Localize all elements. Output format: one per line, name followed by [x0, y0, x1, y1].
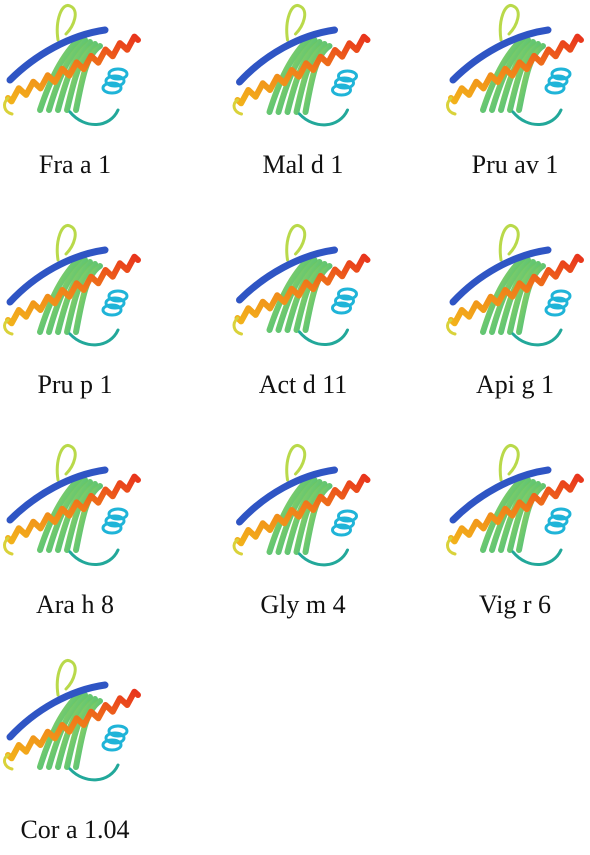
- ribbon-structure-icon: [0, 655, 150, 795]
- panel-label: Pru av 1: [471, 150, 559, 179]
- panel-label: Mal d 1: [262, 150, 344, 179]
- panel-gly-m-4: Gly m 4: [228, 440, 378, 640]
- ribbon-structure-icon: [228, 440, 378, 580]
- panel-label: Vig r 6: [478, 590, 552, 619]
- ribbon-diagram: [3, 4, 141, 126]
- panel-label: Pru p 1: [37, 370, 113, 399]
- panel-label: Fra a 1: [38, 150, 112, 179]
- panel-mal-d-1: Mal d 1: [228, 0, 378, 200]
- ribbon-diagram: [3, 444, 141, 566]
- ribbon-structure-icon: [440, 0, 590, 140]
- panel-pru-av-1: Pru av 1: [440, 0, 590, 200]
- panel-api-g-1: Api g 1: [440, 220, 590, 420]
- panel-ara-h-8: Ara h 8: [0, 440, 150, 640]
- ribbon-diagram: [446, 4, 584, 126]
- panel-act-d-11: Act d 11: [228, 220, 378, 420]
- panel-vig-r-6: Vig r 6: [440, 440, 590, 640]
- ribbon-diagram: [232, 4, 371, 127]
- panel-label: Act d 11: [258, 370, 348, 399]
- ribbon-structure-icon: [440, 440, 590, 580]
- panel-cor-a-1-04: Cor a 1.04: [0, 655, 150, 855]
- panel-label: Api g 1: [476, 370, 554, 399]
- panel-label: Cor a 1.04: [20, 815, 130, 844]
- ribbon-diagram: [446, 224, 584, 347]
- ribbon-structure-icon: [0, 220, 150, 360]
- panel-label: Gly m 4: [260, 590, 346, 619]
- ribbon-diagram: [3, 224, 141, 347]
- ribbon-structure-icon: [0, 440, 150, 580]
- panel-pru-p-1: Pru p 1: [0, 220, 150, 420]
- ribbon-diagram: [232, 224, 371, 346]
- ribbon-structure-icon: [228, 0, 378, 140]
- ribbon-diagram: [232, 444, 371, 567]
- ribbon-diagram: [3, 659, 141, 782]
- ribbon-structure-icon: [440, 220, 590, 360]
- ribbon-structure-icon: [0, 0, 150, 140]
- ribbon-diagram: [446, 444, 584, 566]
- panel-fra-a-1: Fra a 1: [0, 0, 150, 200]
- panel-label: Ara h 8: [36, 590, 114, 619]
- ribbon-structure-icon: [228, 220, 378, 360]
